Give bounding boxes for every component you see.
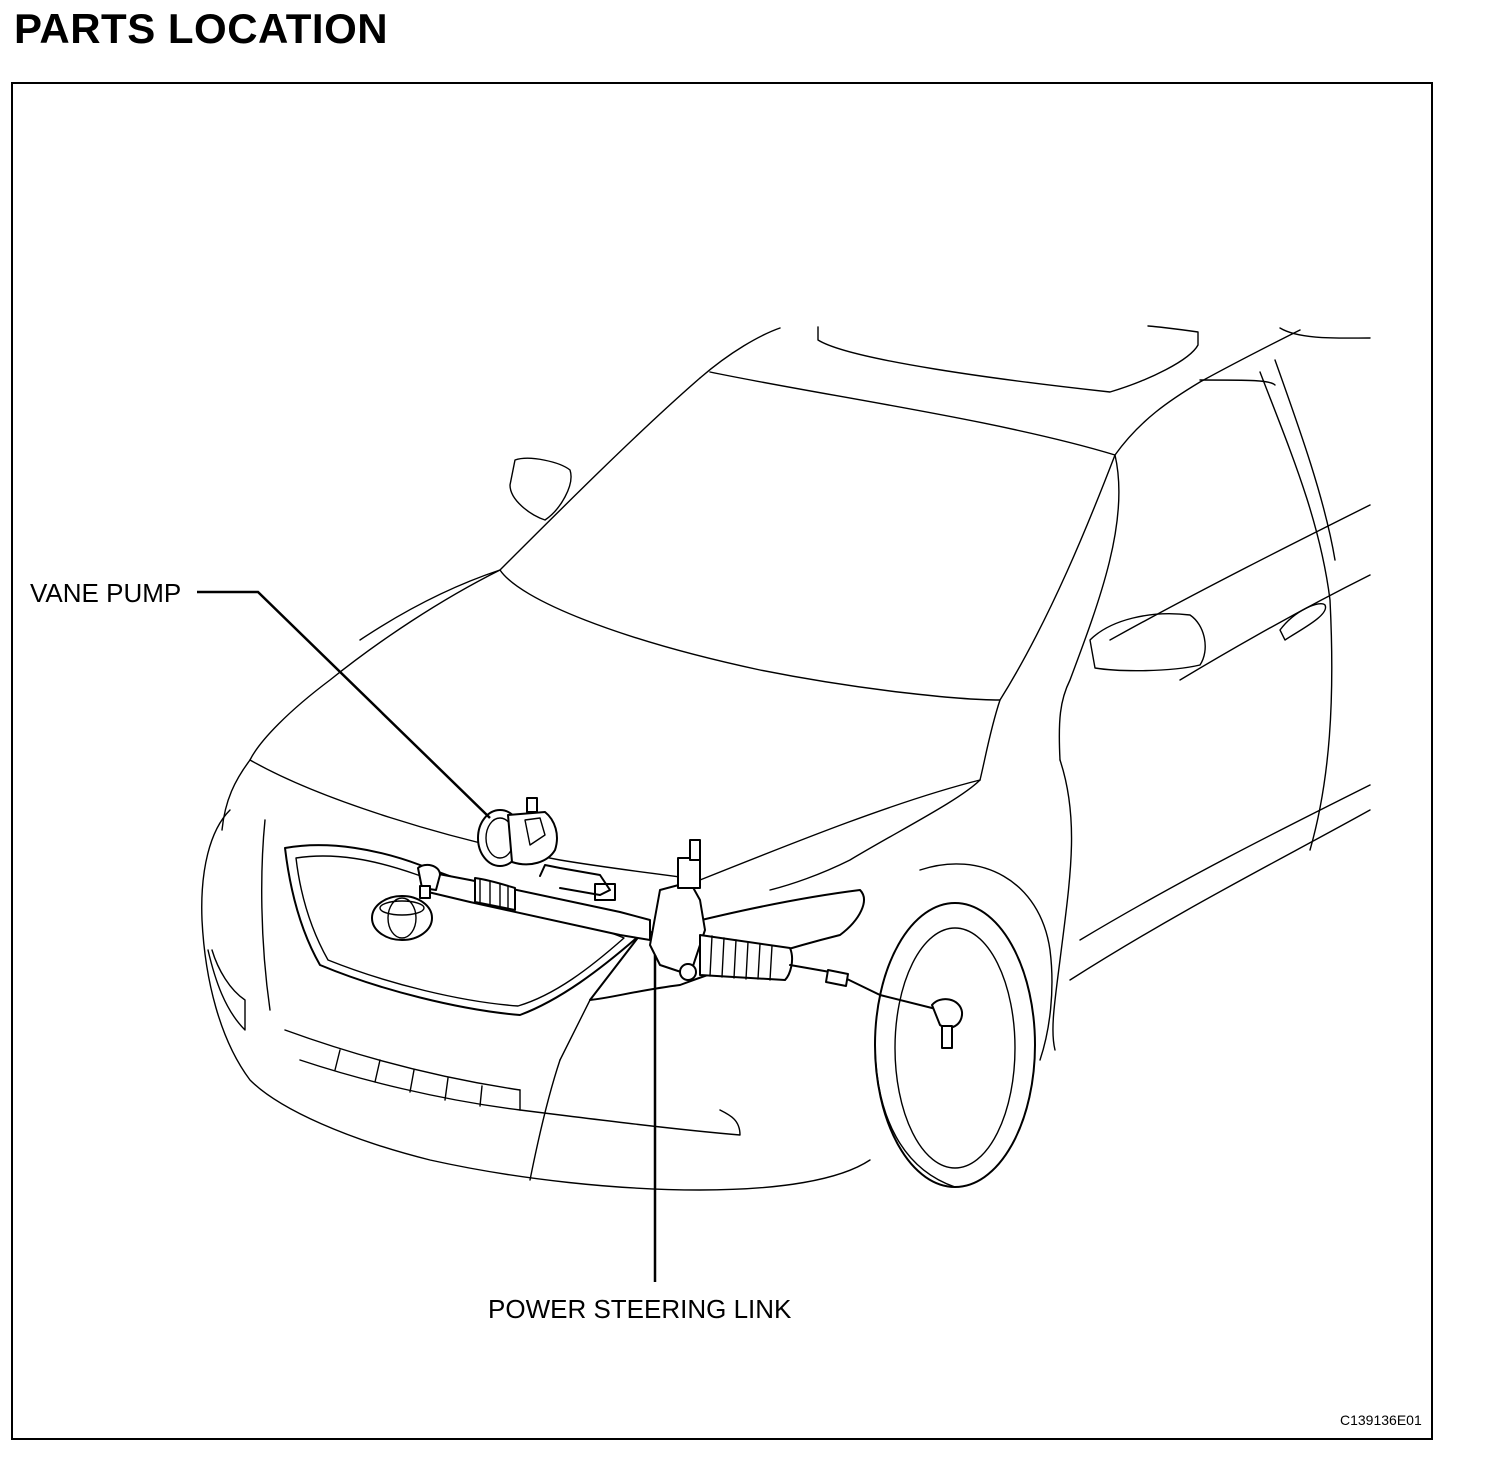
page-title: PARTS LOCATION	[14, 5, 389, 52]
vane-pump-drawing	[477, 797, 558, 867]
car-body	[201, 325, 1371, 1191]
figure-id: C139136E01	[1340, 1412, 1422, 1428]
vane-pump-label: VANE PUMP	[30, 578, 182, 608]
vane-pump-leader	[197, 590, 491, 819]
diagram-frame	[11, 82, 1433, 1440]
power-steering-link-drawing	[417, 839, 964, 1049]
power-steering-link-label: POWER STEERING LINK	[488, 1294, 792, 1324]
